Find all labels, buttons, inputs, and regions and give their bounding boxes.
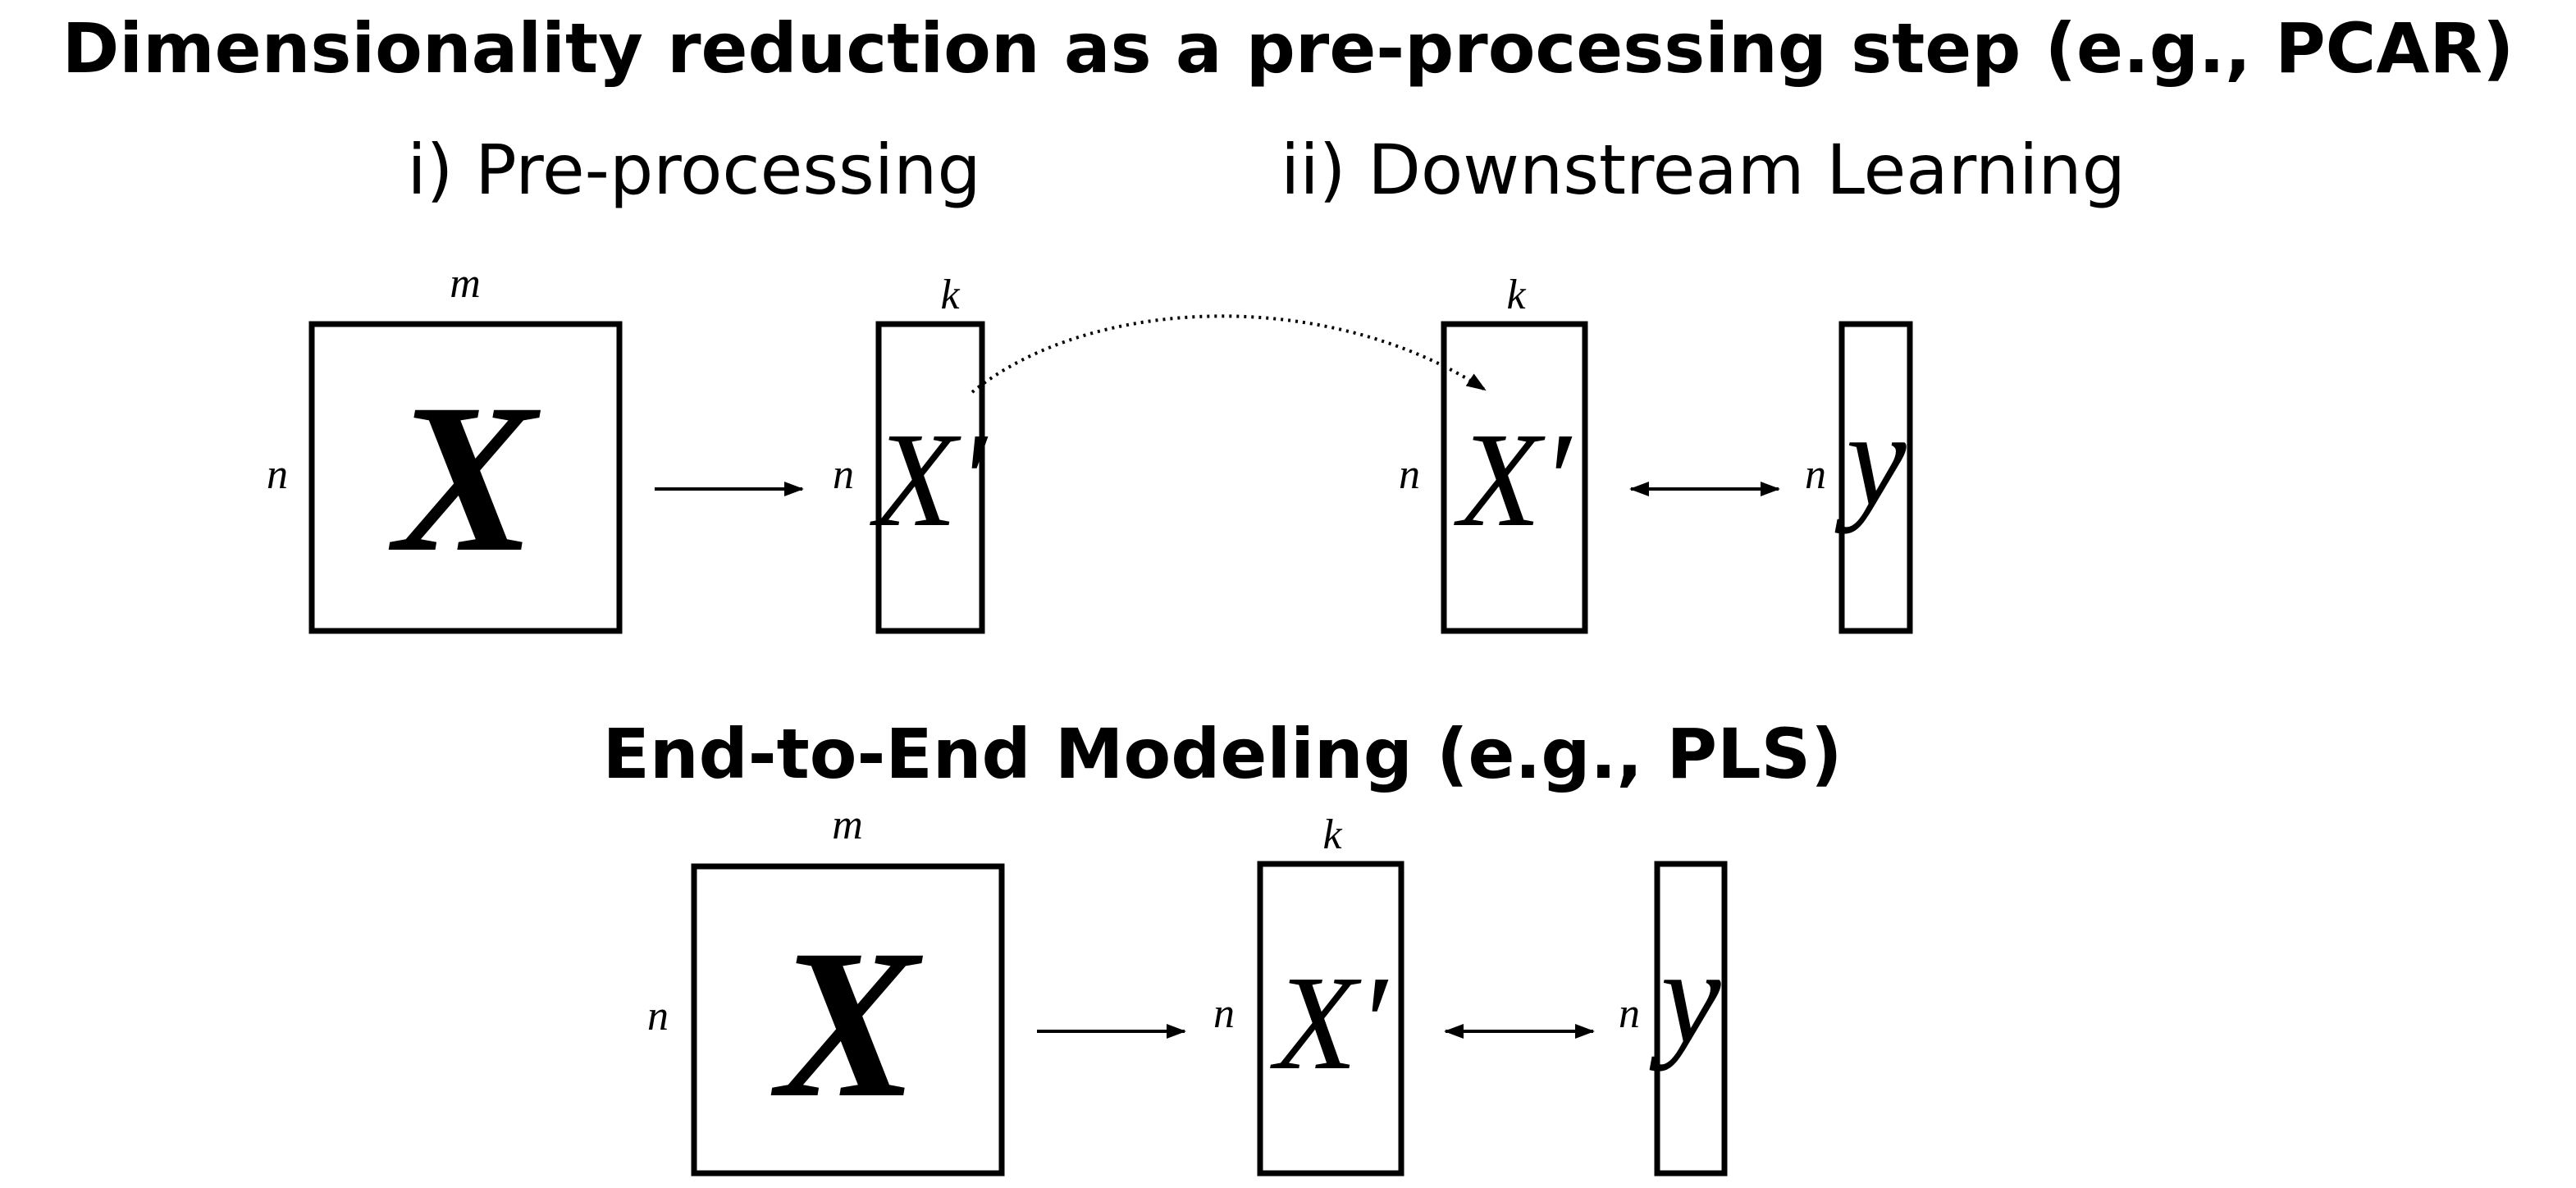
bottom-matrix-xprime-dim-k: k <box>1322 811 1342 858</box>
top-matrix-xprime-symbol: X′ <box>870 404 989 555</box>
step-label-downstream: ii) Downstream Learning <box>1281 130 2126 210</box>
top-target-y-box <box>1838 321 1913 634</box>
top-matrix-xprime-box <box>875 321 985 634</box>
bottom-matrix-x-dim-m: m <box>832 802 863 848</box>
top-target-y-dim-n: n <box>1805 451 1826 498</box>
bottom-matrix-xprime-box <box>1257 861 1404 1177</box>
step-label-preprocessing: i) Pre-processing <box>407 130 980 210</box>
top-downstream-xprime-symbol: X′ <box>1454 404 1573 555</box>
top-matrix-xprime-dim-n: n <box>833 451 854 498</box>
top-matrix-x-box <box>308 321 623 634</box>
top-matrix-x-dim-n: n <box>267 451 288 498</box>
bottom-target-y-box <box>1654 861 1728 1177</box>
title-top: Dimensionality reduction as a pre-proces… <box>62 8 2514 89</box>
bottom-target-y-dim-n: n <box>1619 990 1640 1037</box>
top-downstream-xprime-dim-n: n <box>1399 451 1420 498</box>
top-matrix-x-dim-m: m <box>450 260 481 307</box>
bottom-matrix-x-box <box>691 863 1005 1177</box>
bottom-target-y-symbol: y <box>1649 921 1721 1071</box>
top-matrix-xprime-dim-k: k <box>940 272 960 318</box>
bottom-matrix-xprime-symbol: X′ <box>1270 948 1390 1098</box>
top-transfer-dotted-arrow <box>971 314 1487 394</box>
bottom-matrix-x-symbol: X <box>770 906 923 1142</box>
title-bottom: End-to-End Modeling (e.g., PLS) <box>602 714 1842 794</box>
bottom-matrix-x-dim-n: n <box>647 993 669 1040</box>
top-downstream-xprime-box <box>1441 321 1588 634</box>
top-matrix-x-symbol: X <box>387 360 541 596</box>
top-target-y-symbol: y <box>1834 384 1907 534</box>
top-downstream-xprime-dim-k: k <box>1506 272 1526 318</box>
bottom-matrix-xprime-dim-n: n <box>1213 990 1235 1037</box>
